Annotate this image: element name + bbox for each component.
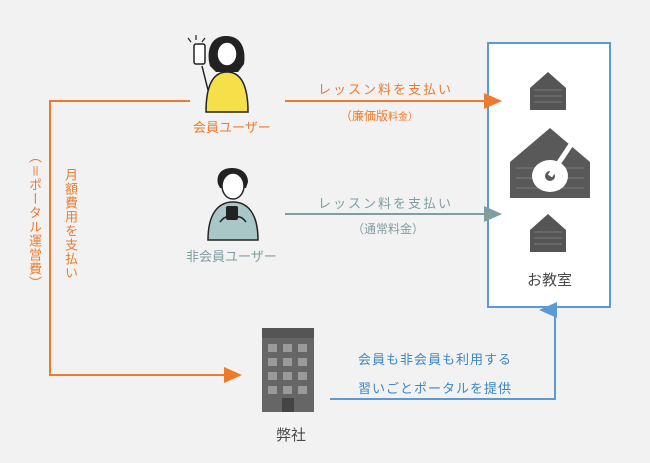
nonmember-payment-label: レッスン料を支払い bbox=[318, 197, 454, 212]
member-payment-label: レッスン料を支払い bbox=[318, 83, 454, 98]
portal-fee-note: （＝ポータル運営費） bbox=[26, 150, 41, 290]
house-icon bbox=[530, 214, 566, 252]
portal-provide-line2: 習いごとポータルを提供 bbox=[358, 382, 513, 397]
nonmember-user-label: 非会員ユーザー bbox=[186, 250, 277, 265]
house-icon bbox=[530, 72, 566, 110]
member-price-small: 料金） bbox=[388, 112, 419, 123]
guitar-house-icon bbox=[510, 126, 590, 198]
nonmember-price-note: （通常料金） bbox=[352, 222, 425, 236]
monthly-fee-label: 月額費用を支払い bbox=[62, 168, 77, 280]
member-price-note: （廉価版料金） bbox=[340, 107, 418, 124]
nonmember-user-illustration bbox=[207, 168, 259, 241]
portal-provide-path bbox=[330, 302, 557, 400]
smartphone-icon bbox=[193, 43, 206, 65]
company-label: 弊社 bbox=[276, 426, 307, 444]
office-building-icon bbox=[262, 328, 314, 412]
member-price-main: （廉価版 bbox=[340, 109, 389, 123]
member-user-label: 会員ユーザー bbox=[193, 121, 271, 136]
classroom-label: お教室 bbox=[527, 271, 573, 289]
monthly-fee-path bbox=[49, 100, 242, 383]
portal-provide-line1: 会員も非会員も利用する bbox=[358, 353, 513, 368]
member-user-illustration bbox=[187, 35, 249, 113]
